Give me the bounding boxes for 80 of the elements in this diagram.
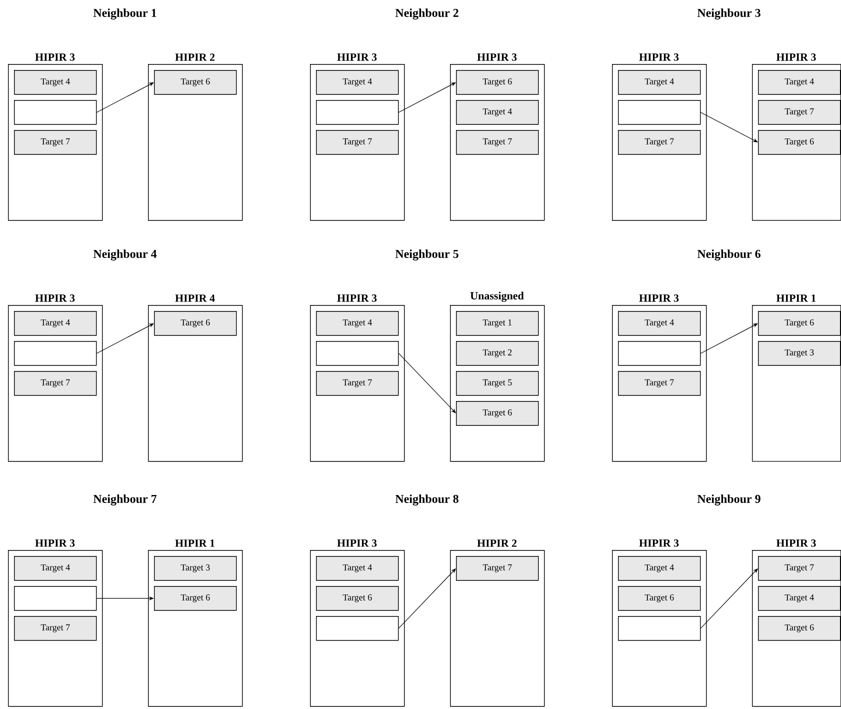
node-label: HIPIR 2 [477, 540, 517, 547]
panel-title: Neighbour 9 [697, 494, 760, 506]
node-label: HIPIR 3 [337, 539, 377, 547]
target-slot: Target 7 [14, 616, 97, 641]
empty-slot [618, 100, 701, 125]
target-slot: Target 1 [456, 311, 539, 336]
target-slot: Target 2 [456, 341, 539, 366]
node-label: HIPIR 3 [477, 53, 517, 61]
panel-title: Neighbour 3 [697, 8, 760, 20]
empty-slot [14, 586, 97, 611]
target-slot: Target 7 [14, 371, 97, 396]
node-label: HIPIR 4 [175, 294, 215, 302]
target-slot: Target 4 [618, 311, 701, 336]
panel-title: Neighbour 8 [395, 494, 458, 506]
target-slot: Target 4 [316, 70, 399, 95]
node-label: HIPIR 3 [337, 294, 377, 302]
target-slot: Target 7 [618, 371, 701, 396]
arrow [700, 323, 758, 354]
target-slot: Target 4 [14, 70, 97, 95]
node-label: HIPIR 3 [337, 53, 377, 61]
target-slot: Target 7 [618, 130, 701, 155]
target-slot: Target 6 [758, 311, 841, 336]
target-slot: Target 7 [758, 556, 841, 581]
node-label: HIPIR 1 [776, 294, 816, 302]
empty-slot [316, 341, 399, 366]
target-slot: Target 6 [154, 311, 237, 336]
empty-slot [618, 616, 701, 641]
target-slot: Target 7 [14, 130, 97, 155]
target-slot: Target 7 [316, 371, 399, 396]
target-slot: Target 7 [456, 130, 539, 155]
node-label: HIPIR 3 [35, 539, 75, 547]
target-slot: Target 6 [456, 401, 539, 426]
node-label: HIPIR 3 [639, 53, 679, 61]
target-slot: Target 4 [618, 556, 701, 581]
panel-title: Neighbour 5 [395, 250, 458, 260]
arrow [96, 323, 154, 354]
target-slot: Target 6 [154, 586, 237, 611]
target-slot: Target 6 [618, 586, 701, 611]
empty-slot [316, 616, 399, 641]
panel-title: Neighbour 6 [697, 250, 760, 260]
target-slot: Target 7 [316, 130, 399, 155]
arrow [700, 112, 758, 142]
arrow [96, 82, 154, 113]
node-label: HIPIR 3 [35, 53, 75, 61]
target-slot: Target 6 [758, 616, 841, 641]
target-slot: Target 7 [758, 100, 841, 125]
node-label: HIPIR 3 [776, 53, 816, 61]
target-slot: Target 6 [154, 70, 237, 95]
target-slot: Target 7 [456, 556, 539, 581]
target-slot: Target 4 [758, 70, 841, 95]
target-slot: Target 4 [316, 556, 399, 581]
target-slot: Target 3 [758, 341, 841, 366]
node-label: HIPIR 3 [35, 294, 75, 302]
node-label: HIPIR 3 [639, 294, 679, 302]
target-slot: Target 4 [456, 100, 539, 125]
target-slot: Target 6 [758, 130, 841, 155]
empty-slot [618, 341, 701, 366]
target-slot: Target 6 [456, 70, 539, 95]
target-slot: Target 6 [316, 586, 399, 611]
target-slot: Target 4 [316, 311, 399, 336]
node-label: HIPIR 1 [175, 540, 214, 547]
node-label: HIPIR 3 [776, 539, 816, 547]
node-label: HIPIR 3 [639, 539, 679, 547]
node-label: Unassigned [470, 292, 524, 302]
target-slot: Target 5 [456, 371, 539, 396]
panel-title: Neighbour 1 [93, 8, 156, 20]
target-slot: Target 4 [14, 311, 97, 336]
target-slot: Target 4 [14, 556, 97, 581]
panel-title: Neighbour 4 [93, 250, 157, 260]
arrow [398, 353, 456, 414]
panel-title: Neighbour 2 [395, 8, 458, 20]
target-slot: Target 3 [154, 556, 237, 581]
node-label: HIPIR 2 [175, 54, 215, 61]
arrow [398, 82, 456, 113]
empty-slot [14, 100, 97, 125]
empty-slot [316, 100, 399, 125]
panel-title: Neighbour 7 [93, 494, 157, 506]
target-slot: Target 4 [758, 586, 841, 611]
empty-slot [14, 341, 97, 366]
target-slot: Target 4 [618, 70, 701, 95]
